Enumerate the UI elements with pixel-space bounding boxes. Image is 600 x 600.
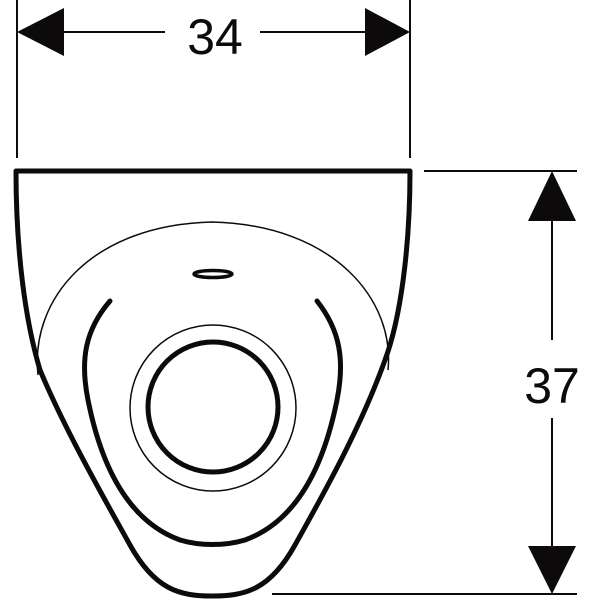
arrowhead-right-icon [365,8,410,56]
depth-dimension-label: 37 [524,358,580,414]
width-dimension-label: 34 [187,9,243,65]
arrowhead-down-icon [528,546,576,594]
arrowhead-left-icon [17,8,64,56]
flush-slot-icon [192,268,234,280]
drain-inner-ring [145,339,281,475]
urinal-inner-rim [36,221,390,376]
depth-dimension: 37 [272,170,580,595]
width-dimension: 34 [16,0,411,158]
urinal-outer-body [13,168,413,599]
arrowhead-up-icon [528,171,576,221]
bowl-contour [81,298,344,547]
drain-outer-ring [129,324,297,492]
